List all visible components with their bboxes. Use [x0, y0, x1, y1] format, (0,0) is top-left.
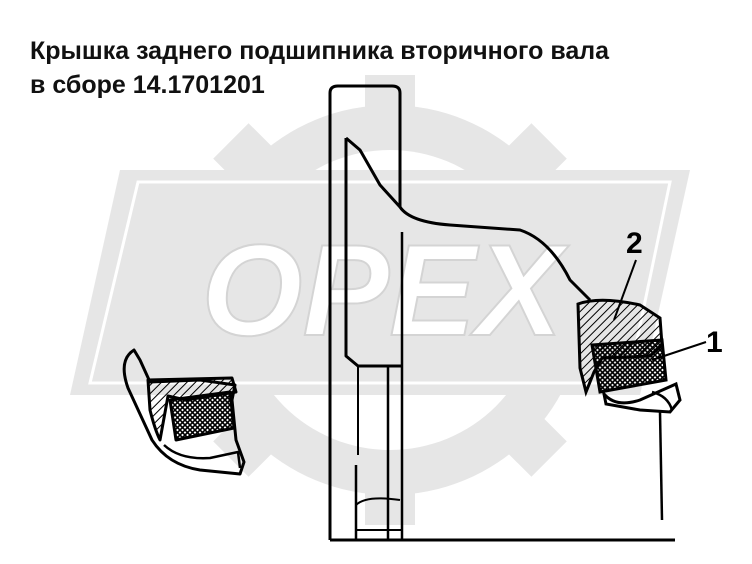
left-seal-detail — [122, 348, 246, 476]
leader-line-2 — [613, 259, 637, 321]
title-line-2: в сборе 14.1701201 — [30, 71, 265, 99]
cover-body — [328, 84, 675, 542]
callout-leaders — [613, 259, 707, 361]
title-line-1: Крышка заднего подшипника вторичного вал… — [30, 37, 610, 65]
diagram-title: Крышка заднего подшипника вторичного вал… — [30, 34, 609, 102]
leader-line-1 — [651, 341, 707, 361]
callout-1: 1 — [706, 326, 723, 359]
watermark-text: OPEX — [201, 217, 570, 363]
watermark-banner — [70, 170, 690, 395]
part-1-seal — [590, 338, 682, 521]
callout-2: 2 — [626, 227, 643, 260]
